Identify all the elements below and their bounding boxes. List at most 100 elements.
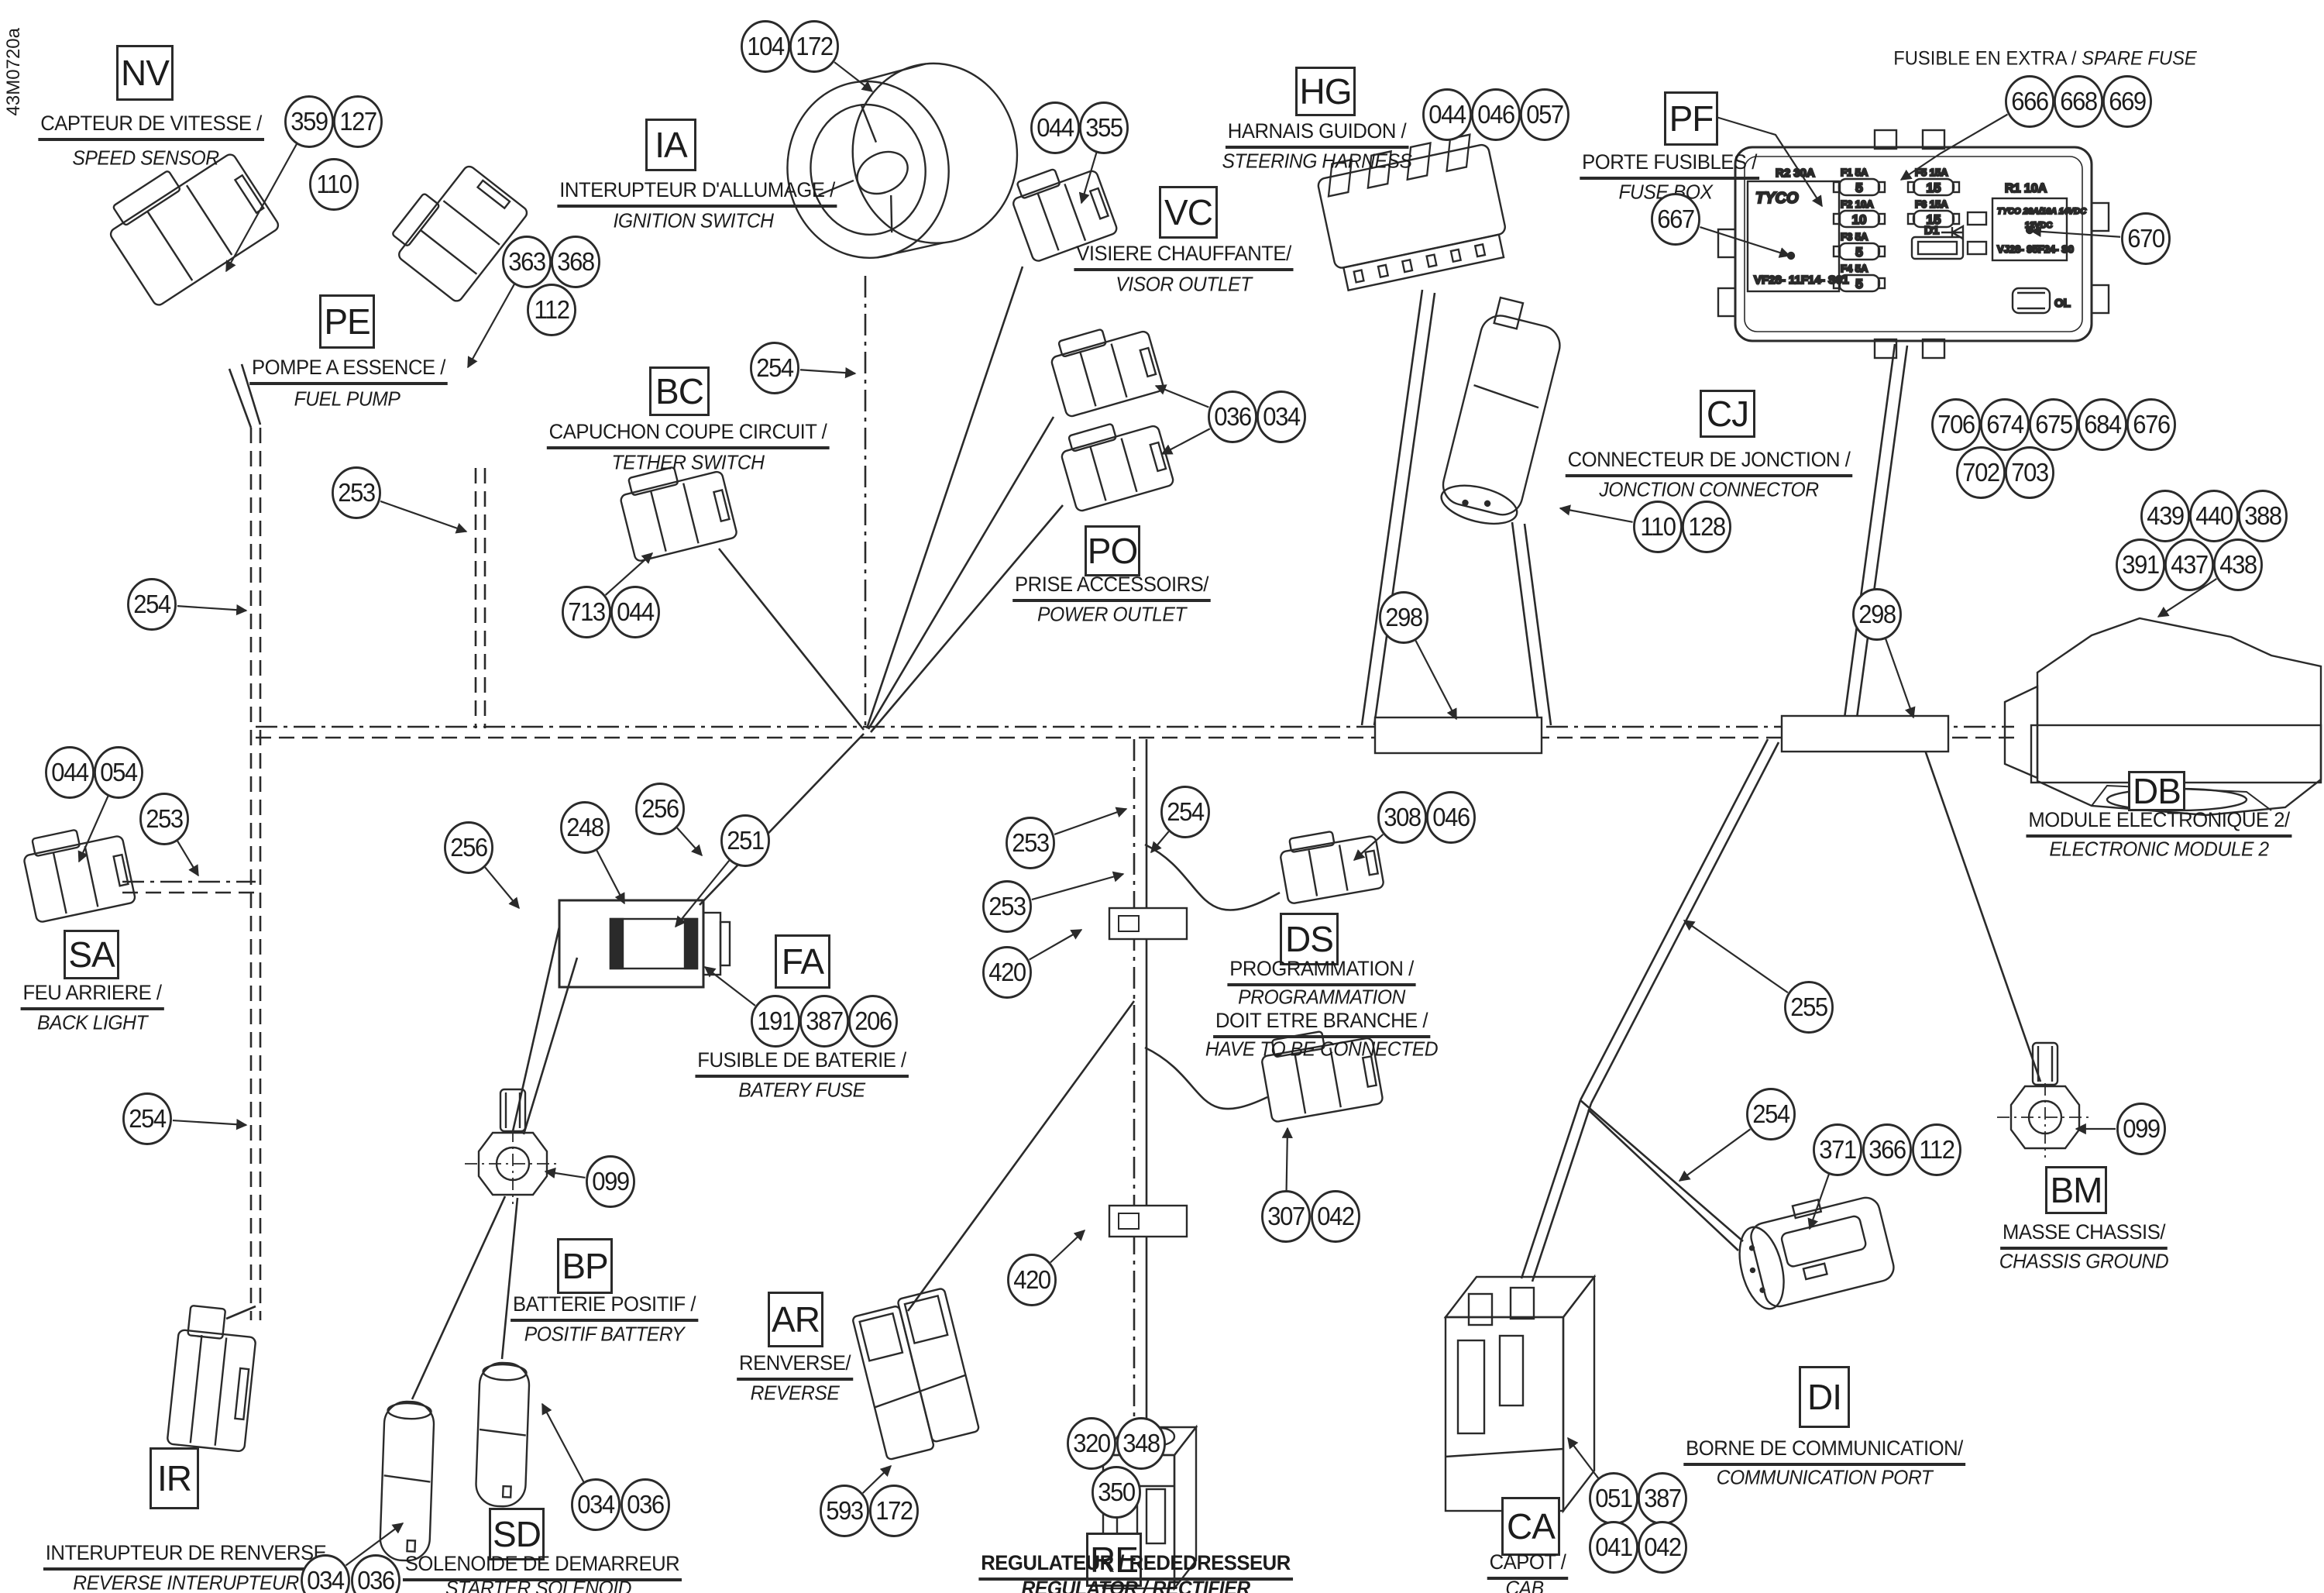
component-code-NV: NV — [116, 45, 174, 101]
part-callout-051: 051 — [1589, 1472, 1638, 1525]
clamp-tab — [1118, 915, 1140, 932]
part-callout-669: 669 — [2102, 75, 2152, 128]
component-code-HG: HG — [1295, 67, 1356, 116]
part-callout-036: 036 — [351, 1554, 401, 1593]
fusebox-text: OL — [2054, 297, 2071, 310]
fusebox-text: F1 5A — [1841, 167, 1868, 178]
part-callout-298: 298 — [1379, 591, 1428, 644]
part-callout-248: 248 — [560, 801, 610, 854]
part-callout-112: 112 — [1912, 1123, 1961, 1176]
component-label-DI-1: COMMUNICATION PORT — [1716, 1465, 1933, 1489]
part-callout-172: 172 — [869, 1485, 919, 1537]
component-label-PE-0: POMPE A ESSENCE / — [249, 356, 448, 385]
component-label-IR-0: INTERUPTEUR DE RENVERSE — [43, 1541, 329, 1571]
part-callout-034: 034 — [571, 1478, 621, 1531]
leader-arrow — [484, 866, 520, 910]
leader-arrow — [2030, 225, 2121, 238]
component-label-CJ-1: JONCTION CONNECTOR — [1599, 477, 1819, 501]
leader-arrow — [380, 500, 468, 534]
part-callout-255: 255 — [1784, 981, 1834, 1034]
part-callout-057: 057 — [1520, 88, 1569, 141]
component-label-DS-3: HAVE TO BE CONNECTED — [1205, 1037, 1439, 1061]
part-callout-368: 368 — [551, 236, 600, 288]
fusebox-text: 15 — [1927, 181, 1941, 195]
part-callout-359: 359 — [284, 95, 334, 148]
component-label-DS-0: PROGRAMMATION / — [1227, 957, 1416, 986]
wire-ds-upper — [1144, 843, 1281, 911]
fusebox-text: F4 5A — [1841, 263, 1868, 274]
leader-arrow — [177, 604, 248, 616]
component-label-CA-0: CAPOT / — [1487, 1550, 1569, 1580]
part-callout-251: 251 — [720, 814, 770, 867]
leader-arrow — [1713, 115, 1823, 208]
component-label-BM-1: CHASSIS GROUND — [1999, 1249, 2169, 1273]
part-callout-112: 112 — [527, 284, 576, 336]
part-callout-054: 054 — [94, 746, 143, 799]
component-label-PF-0: PORTE FUSIBLES / — [1580, 150, 1759, 180]
leader-arrow — [834, 61, 874, 92]
component-code-FA: FA — [775, 934, 830, 989]
clamp-tab — [1118, 1213, 1140, 1230]
leader-arrow — [541, 1402, 585, 1483]
wire-ds-lower — [1144, 1046, 1268, 1110]
part-callout-254: 254 — [750, 342, 799, 394]
harness-wire-29 — [1587, 1109, 1739, 1251]
component-code-IA: IA — [645, 119, 696, 171]
leader-arrow — [345, 1522, 404, 1567]
connector-starter-solenoid-2 — [475, 1361, 531, 1508]
leader-arrow — [1415, 639, 1457, 721]
leader-arrow — [799, 367, 857, 379]
component-label-BC-1: TETHER SWITCH — [611, 450, 765, 474]
part-callout-044: 044 — [1030, 101, 1080, 154]
part-callout-046: 046 — [1426, 791, 1476, 844]
harness-wire-28 — [1580, 1099, 1744, 1242]
fusebox-text: VF28- 11F14- S01 — [1754, 274, 1849, 287]
leader-arrow — [1559, 504, 1633, 523]
component-label-VC-1: VISOR OUTLET — [1116, 272, 1252, 296]
harness-wire-4 — [228, 368, 253, 428]
part-callout-099: 099 — [586, 1155, 635, 1208]
component-label-DI-0: BORNE DE COMMUNICATION/ — [1683, 1436, 1965, 1466]
component-label-SA-1: BACK LIGHT — [36, 1010, 148, 1034]
leader-arrow — [1050, 1230, 1086, 1264]
fusebox-text: F6 15A — [1915, 198, 1948, 210]
part-callout-668: 668 — [2054, 75, 2103, 128]
fusebox-text: F3 5A — [1841, 231, 1868, 243]
connector-tether-switch — [620, 466, 737, 562]
component-label-PO-1: POWER OUTLET — [1037, 602, 1186, 626]
part-callout-110: 110 — [1633, 501, 1683, 553]
leader-arrow — [177, 840, 199, 877]
connector-visor-outlet — [1012, 168, 1118, 262]
part-callout-036: 036 — [621, 1478, 670, 1531]
part-callout-253: 253 — [332, 466, 381, 519]
component-label-AR-0: RENVERSE/ — [737, 1351, 853, 1381]
harness-wire-15 — [1360, 289, 1424, 726]
harness-wire-17 — [1511, 521, 1540, 726]
component-label-PE-1: FUEL PUMP — [294, 387, 401, 411]
part-callout-703: 703 — [2005, 446, 2054, 499]
component-code-CA: CA — [1501, 1497, 1560, 1556]
part-callout-437: 437 — [2164, 538, 2214, 591]
component-label-SD-1: STARTER SOLENOID — [445, 1576, 631, 1593]
component-code-BP: BP — [557, 1238, 613, 1294]
part-callout-675: 675 — [2029, 398, 2078, 451]
part-callout-172: 172 — [789, 20, 839, 73]
part-callout-128: 128 — [1682, 501, 1731, 553]
part-callout-044: 044 — [45, 746, 95, 799]
wire-clamp — [1108, 907, 1188, 941]
part-callout-676: 676 — [2126, 398, 2176, 451]
leader-arrow — [596, 849, 625, 905]
harness-wire-19 — [1842, 343, 1896, 724]
part-callout-674: 674 — [1980, 398, 2030, 451]
component-code-BC: BC — [649, 366, 710, 416]
harness-wire-36 — [225, 1305, 256, 1320]
component-code-PF: PF — [1664, 91, 1718, 146]
component-label-DS-2: DOIT ETRE BRANCHE / — [1213, 1009, 1430, 1038]
part-callout-042: 042 — [1638, 1521, 1687, 1574]
leader-arrow — [1031, 871, 1125, 901]
part-callout-110: 110 — [309, 158, 359, 211]
component-label-DB-0: MODULE ELECTRONIQUE 2/ — [2026, 808, 2292, 838]
leader-arrow — [676, 827, 703, 857]
